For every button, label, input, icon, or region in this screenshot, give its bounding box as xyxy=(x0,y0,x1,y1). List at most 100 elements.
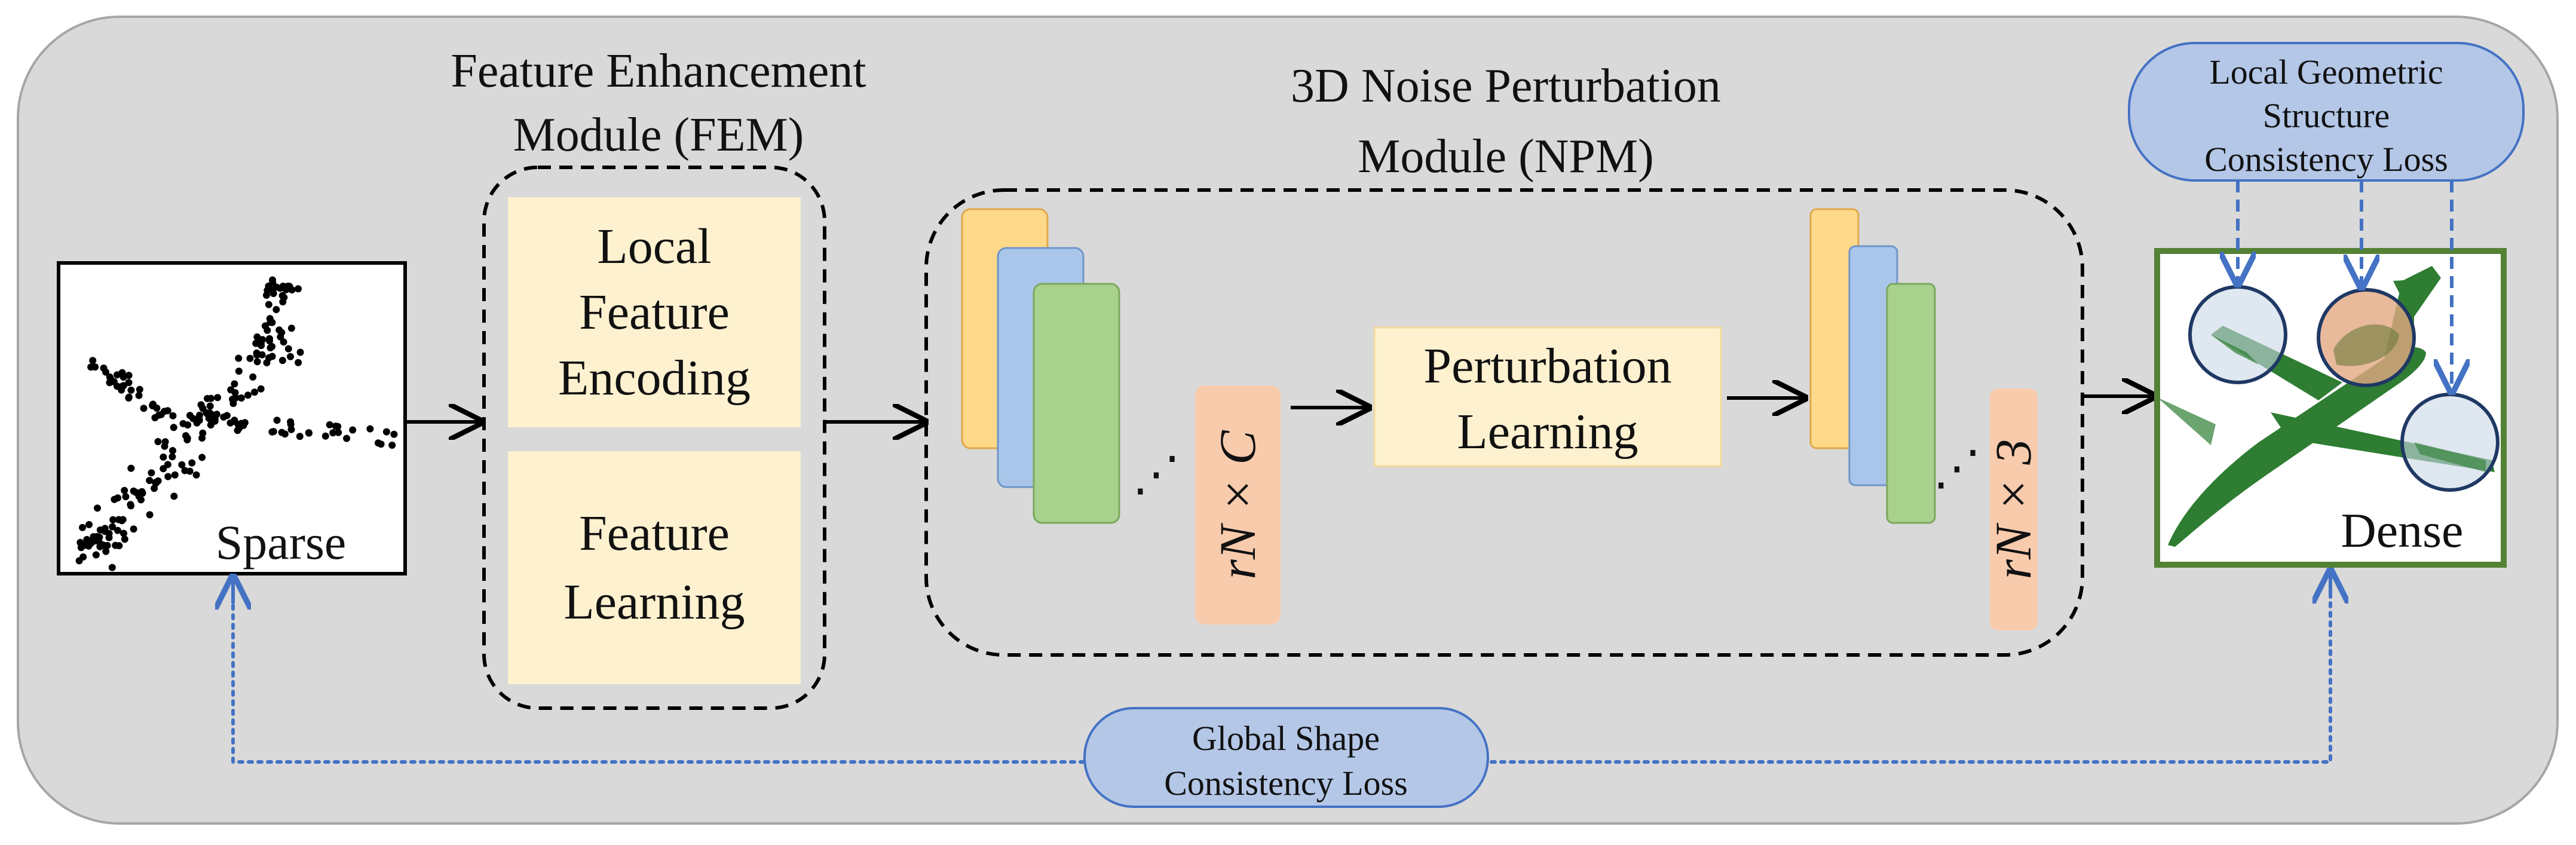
perturbation-learning-line2: Learning xyxy=(1457,404,1638,460)
dim-label-rn-3: rN × 3 xyxy=(1984,439,2042,580)
sparse-point xyxy=(109,523,117,531)
sparse-point xyxy=(103,541,111,549)
sparse-point xyxy=(227,386,235,394)
sparse-point xyxy=(154,438,162,445)
sparse-point xyxy=(160,465,167,473)
dim-block-rn-3 xyxy=(1990,388,2038,630)
sparse-point xyxy=(287,425,295,433)
sparse-point xyxy=(140,405,148,412)
sparse-point xyxy=(120,382,127,390)
sparse-point xyxy=(366,425,374,433)
sparse-point xyxy=(179,420,187,427)
sparse-point xyxy=(269,428,277,436)
sparse-point xyxy=(121,486,128,494)
sparse-point xyxy=(296,348,304,356)
sparse-point xyxy=(178,461,186,469)
sparse-point xyxy=(146,511,154,519)
fem-dashed-border xyxy=(482,166,826,710)
local-loss-line3: Consistency Loss xyxy=(2204,140,2448,179)
sparse-point xyxy=(265,301,272,308)
sparse-point xyxy=(151,485,158,492)
sparse-point xyxy=(280,338,287,346)
sparse-point xyxy=(234,427,241,434)
sparse-point xyxy=(349,426,357,434)
sparse-point xyxy=(195,417,203,424)
sparse-points xyxy=(75,276,398,571)
sparse-point xyxy=(284,345,292,353)
sparse-point xyxy=(232,394,240,402)
npm-title-line2: Module (NPM) xyxy=(1358,130,1654,183)
sparse-point xyxy=(105,534,113,541)
output-layer-green xyxy=(1886,283,1936,524)
local-loss-line1: Local Geometric xyxy=(2209,53,2443,91)
sparse-point xyxy=(186,412,194,420)
sparse-point xyxy=(206,409,214,417)
sparse-point xyxy=(122,493,130,501)
sparse-point xyxy=(223,412,231,420)
sparse-point xyxy=(114,526,121,534)
sparse-point xyxy=(132,488,139,496)
sparse-point xyxy=(157,411,165,418)
sparse-point xyxy=(321,432,329,440)
local-feature-encoding-line2: Feature xyxy=(579,284,730,340)
local-loss-line2: Structure xyxy=(2263,96,2390,135)
sparse-point xyxy=(388,442,396,449)
dim-block-rn-c xyxy=(1195,385,1281,624)
sparse-point xyxy=(127,501,134,509)
sparse-point xyxy=(146,477,154,484)
dense-point-cloud: Dense xyxy=(2154,248,2507,568)
sparse-point xyxy=(79,553,87,561)
sparse-point xyxy=(235,354,243,362)
sparse-point xyxy=(152,479,159,486)
sparse-point xyxy=(253,333,261,341)
sparse-point xyxy=(278,357,286,365)
sparse-point xyxy=(251,388,258,396)
fem-title-line2: Module (FEM) xyxy=(513,109,804,161)
sparse-point xyxy=(335,428,342,436)
npm-title-line1: 3D Noise Perturbation xyxy=(1291,60,1721,112)
sparse-point xyxy=(253,351,261,359)
sparse-point xyxy=(257,385,265,393)
sparse-point xyxy=(268,342,276,350)
sparse-point xyxy=(329,429,337,437)
sparse-point xyxy=(169,447,176,454)
local-loss: Local Geometric Structure Consistency Lo… xyxy=(2128,42,2525,391)
sparse-point xyxy=(120,529,127,537)
sparse-point xyxy=(171,471,179,479)
sparse-point xyxy=(249,373,257,381)
sparse-point xyxy=(198,454,206,461)
local-feature-encoding-line3: Encoding xyxy=(558,350,751,406)
sparse-point xyxy=(272,306,280,313)
sparse-point xyxy=(272,283,280,291)
sparse-point xyxy=(161,442,169,450)
sparse-point xyxy=(169,453,176,461)
sparse-point xyxy=(92,551,100,559)
sparse-point xyxy=(102,547,110,555)
sparse-point xyxy=(343,434,351,442)
sparse-point xyxy=(169,412,177,420)
input-ellipsis: ⋰ xyxy=(1132,448,1180,501)
sparse-point xyxy=(137,496,145,504)
sparse-point xyxy=(231,380,238,388)
sparse-point xyxy=(287,353,294,360)
sparse-point xyxy=(259,336,267,344)
sparse-point xyxy=(118,517,125,525)
local-region-1 xyxy=(2188,285,2287,384)
sparse-point xyxy=(91,363,99,371)
sparse-point xyxy=(181,467,189,474)
sparse-point xyxy=(264,326,271,334)
sparse-point xyxy=(206,402,214,410)
sparse-point xyxy=(127,386,135,394)
sparse-point xyxy=(326,421,333,428)
noise-perturbation-module: 3D Noise Perturbation Module (NPM) ⋰ rN … xyxy=(924,60,2084,657)
sparse-point xyxy=(192,471,200,479)
input-layer-green xyxy=(1033,283,1120,524)
global-loss: Global Shape Consistency Loss xyxy=(233,571,2330,808)
sparse-point xyxy=(268,353,276,360)
sparse-point xyxy=(149,402,157,410)
sparse-point xyxy=(96,526,104,534)
sparse-point xyxy=(226,419,234,427)
sparse-point xyxy=(94,504,101,512)
sparse-point xyxy=(125,393,133,401)
feature-learning-line1: Feature xyxy=(579,506,730,561)
